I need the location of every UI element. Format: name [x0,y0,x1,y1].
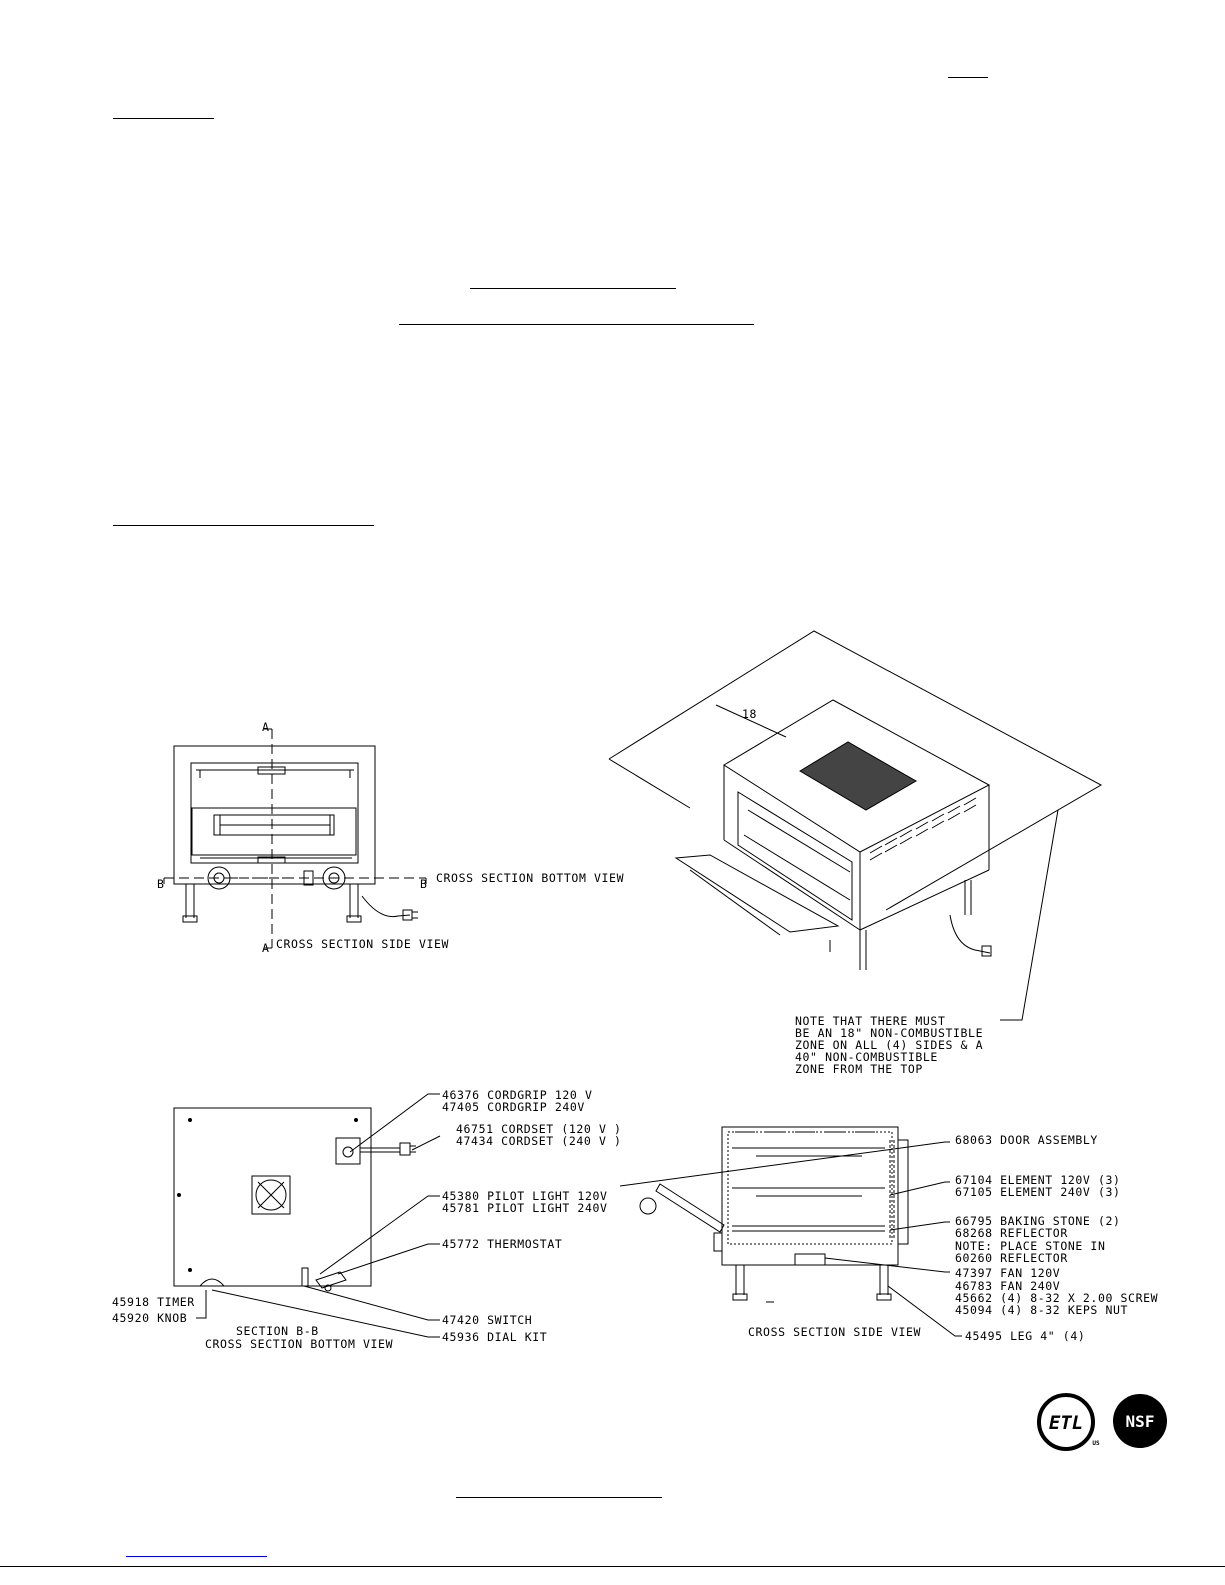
heading-underline [399,324,754,325]
callout-cordgrip-240: 47405 CORDGRIP 240V [442,1100,585,1114]
bottom-view-title-2: CROSS SECTION BOTTOM VIEW [205,1337,394,1351]
nsf-logo-text: NSF [1126,1412,1155,1431]
footer-link-underline[interactable] [126,1556,267,1557]
section-a-top-label: A [262,720,270,734]
callout-leg: 45495 LEG 4" (4) [965,1329,1086,1343]
callout-knob: 45920 KNOB [112,1311,188,1325]
callout-baking-stone: 66795 BAKING STONE (2) [955,1214,1121,1228]
clearance-note-line-3: ZONE ON ALL (4) SIDES & A [795,1038,984,1052]
callout-fan-120: 47397 FAN 120V [955,1266,1061,1280]
callout-reflector-1: 68268 REFLECTOR [955,1226,1068,1240]
cross-section-side-view-label: CROSS SECTION SIDE VIEW [276,937,450,951]
clearance-note-line-1: NOTE THAT THERE MUST [795,1014,946,1028]
callout-reflector-2: 60260 REFLECTOR [955,1251,1068,1265]
callout-door-assembly: 68063 DOOR ASSEMBLY [955,1133,1098,1147]
callout-cordgrip-120: 46376 CORDGRIP 120 V [442,1088,593,1102]
side-view-title: CROSS SECTION SIDE VIEW [748,1325,922,1339]
callout-fan-240: 46783 FAN 240V [955,1279,1061,1293]
footer-underline [456,1497,662,1498]
heading-underline [470,288,676,289]
clearance-note-line-5: ZONE FROM THE TOP [795,1062,923,1076]
section-b-right-label: B [420,877,428,891]
etl-logo-us: US [1092,1440,1100,1447]
cross-section-bottom-view-label: CROSS SECTION BOTTOM VIEW [436,871,625,885]
section-b-left-label: B [157,877,165,891]
clearance-note-line-2: BE AN 18" NON-COMBUSTIBLE [795,1026,984,1040]
heading-underline [113,525,374,526]
etl-logo-text: ETL [1049,1412,1083,1434]
clearance-note-line-4: 40" NON-COMBUSTIBLE [795,1050,938,1064]
bottom-view-title-1: SECTION B-B [236,1324,319,1338]
page-bottom-border [0,1566,1225,1567]
clearance-dimension: 18 [742,707,758,721]
section-a-bottom-label: A [262,941,270,955]
callout-screw: 45662 (4) 8-32 X 2.00 SCREW [955,1291,1159,1305]
callout-cordset-240: 47434 CORDSET (240 V ) [456,1134,622,1148]
callout-element-240: 67105 ELEMENT 240V (3) [955,1185,1121,1199]
callout-pilot-light-240: 45781 PILOT LIGHT 240V [442,1201,608,1215]
callout-keps-nut: 45094 (4) 8-32 KEPS NUT [955,1303,1129,1317]
callout-stone-note: NOTE: PLACE STONE IN [955,1239,1106,1253]
nsf-logo: NSF [1112,1393,1168,1449]
callout-thermostat: 45772 THERMOSTAT [442,1237,563,1251]
callout-element-120: 67104 ELEMENT 120V (3) [955,1173,1121,1187]
heading-underline [948,77,988,78]
heading-underline [113,118,214,119]
etl-logo: ETL US [1036,1392,1100,1452]
callout-switch: 47420 SWITCH [442,1313,533,1327]
callout-cordset-120: 46751 CORDSET (120 V ) [456,1122,622,1136]
callout-pilot-light-120: 45380 PILOT LIGHT 120V [442,1189,608,1203]
callout-dial-kit: 45936 DIAL KIT [442,1330,548,1344]
callout-timer: 45918 TIMER [112,1295,195,1309]
